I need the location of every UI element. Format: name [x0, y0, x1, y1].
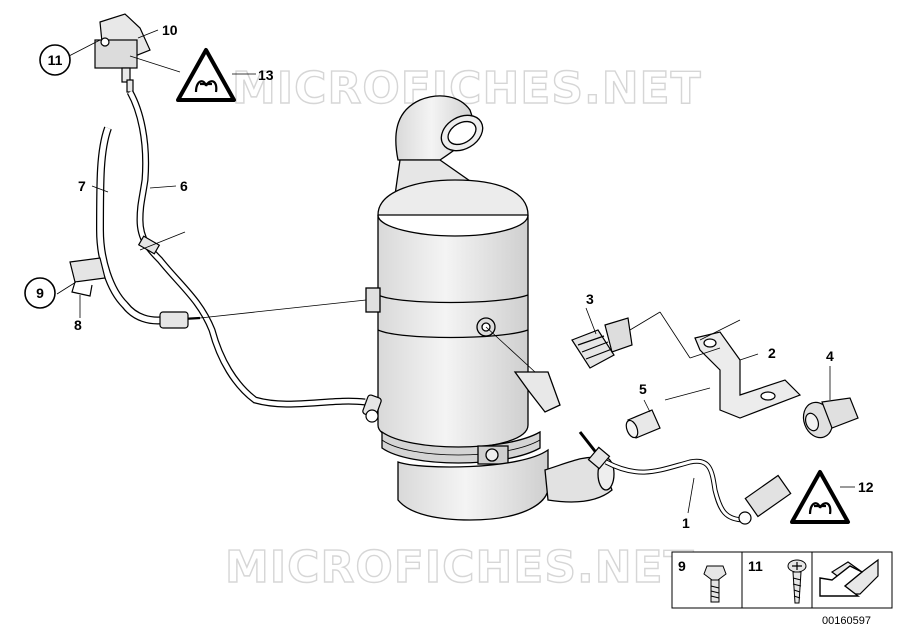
- legend-label-9: 9: [678, 558, 686, 574]
- particle-filter: [365, 95, 615, 521]
- legend-box: 9 11: [671, 551, 893, 609]
- warning-triangle-icon: [176, 48, 236, 102]
- callout-3: 3: [586, 291, 594, 307]
- diagram-code: 00160597: [822, 615, 871, 627]
- hose-fittings: [69, 235, 382, 423]
- pin-part: [625, 409, 661, 439]
- watermark-bottom: MICROFICHES.NET: [225, 542, 695, 593]
- callout-2: 2: [768, 345, 776, 361]
- bracket-part: [694, 331, 802, 419]
- bolt-icon: [703, 565, 727, 603]
- callout-7: 7: [78, 178, 86, 194]
- legend-label-11: 11: [748, 558, 763, 574]
- callout-9: 9: [24, 277, 56, 309]
- callout-6: 6: [180, 178, 188, 194]
- arrow-icon: [819, 558, 879, 597]
- svg-text:11: 11: [48, 52, 63, 68]
- callout-8: 8: [74, 317, 82, 333]
- svg-text:9: 9: [36, 285, 44, 301]
- warning-triangle-icon: [790, 470, 850, 524]
- callout-5: 5: [639, 381, 647, 397]
- callout-1: 1: [682, 515, 690, 531]
- temperature-sensor: [578, 431, 792, 525]
- pressure-sensor: [94, 13, 151, 93]
- leader-lines: [56, 29, 855, 514]
- callout-13: 13: [258, 67, 274, 83]
- screw-icon: [787, 559, 807, 604]
- clip-part: [571, 317, 633, 369]
- hoses: [95, 90, 366, 408]
- callout-10: 10: [162, 22, 178, 38]
- callout-11-top: 11: [39, 44, 71, 76]
- callout-12: 12: [858, 479, 874, 495]
- plug-part: [802, 397, 859, 439]
- callout-4: 4: [826, 348, 834, 364]
